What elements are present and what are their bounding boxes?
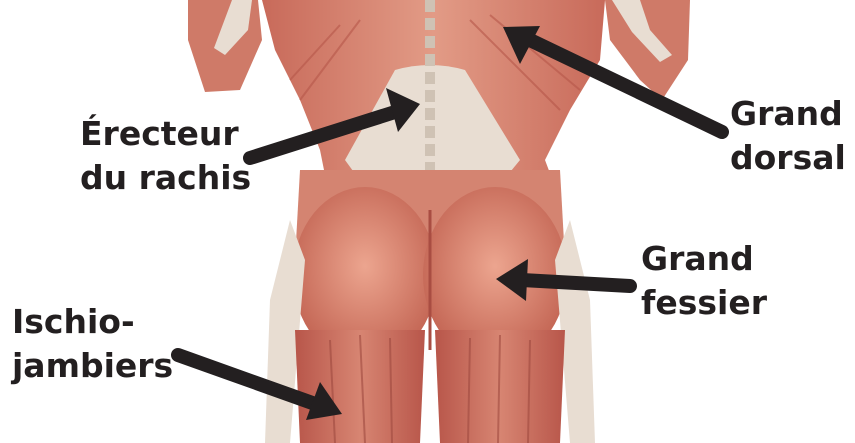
label-hams-line1: Ischio-	[12, 302, 135, 341]
arrow-hamstrings	[171, 348, 342, 420]
right-arm	[605, 0, 690, 100]
label-gluteus-maximus: Grand fessier	[641, 237, 767, 325]
lats-fibers	[289, 14, 581, 111]
label-lats-line2: dorsal	[730, 138, 846, 177]
label-glute-line2: fessier	[641, 283, 767, 322]
left-arm-tendon	[214, 0, 252, 55]
label-erector-line1: Érecteur	[80, 114, 239, 153]
label-latissimus-dorsi: Grand dorsal	[730, 92, 846, 180]
left-gluteus	[293, 187, 437, 363]
label-lats-line1: Grand	[730, 94, 843, 133]
hamstring-fibers	[329, 334, 531, 443]
label-erector-spinae: Érecteur du rachis	[80, 112, 251, 200]
arrow-glute	[496, 259, 637, 301]
right-arm-tendon	[612, 0, 672, 62]
arrow-lats	[503, 26, 729, 139]
label-hams-line2: jambiers	[12, 346, 174, 385]
label-erector-line2: du rachis	[80, 158, 252, 197]
arrow-erector	[243, 88, 420, 165]
label-hamstrings: Ischio- jambiers	[12, 300, 173, 388]
label-glute-line1: Grand	[641, 239, 754, 278]
right-gluteus	[423, 187, 567, 363]
